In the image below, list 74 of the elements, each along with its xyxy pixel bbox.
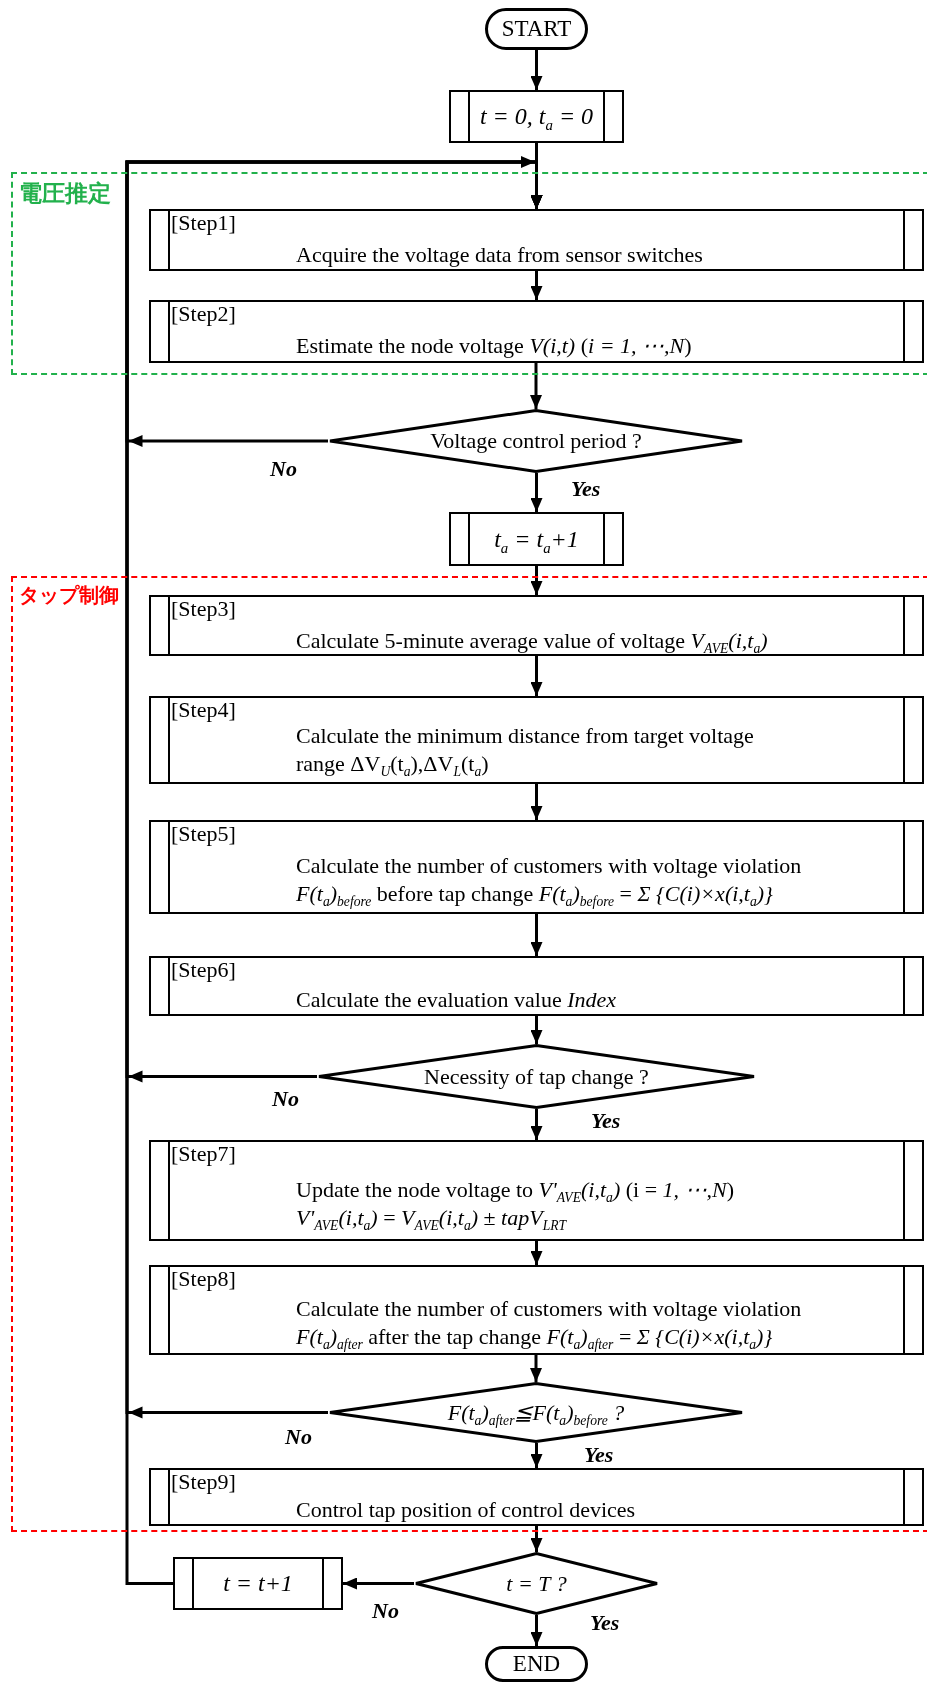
process-box [449, 90, 624, 143]
step-text: Calculate the minimum distance from target voltage range ΔV$_{U}$(t$_{a}$),ΔV$_{L}$(t$_{a}$) [296, 722, 755, 778]
edge-label: No [272, 1086, 299, 1112]
step-text: Control tap position of control devices [296, 1496, 637, 1524]
step-text: Calculate the number of customers with voltage violation F(t$_{a}$)$_{before}$ before tap change F(t$_{a}$)$_{before}$ = Σ {C(i)×x(i,t$_{a}$)} [296, 852, 803, 908]
step-label: [Step4] [171, 696, 236, 724]
arrow [530, 656, 543, 696]
edge-label: Yes [591, 1108, 621, 1134]
decision-text: Voltage control period ? [430, 428, 642, 454]
decision-text: Necessity of tap change ? [424, 1063, 649, 1090]
edge-label: No [285, 1424, 312, 1450]
step-text: Acquire the voltage data from sensor switches [296, 241, 704, 269]
decision-diamond [317, 1044, 756, 1109]
arrow [530, 271, 543, 300]
arrow [530, 1443, 543, 1468]
arrow [530, 473, 543, 512]
step-text: V'$_{AVE}$(i,t$_{a}$) = V$_{AVE}$(i,t$_{a}$) ± tapV$_{LRT}$ [296, 1204, 568, 1232]
step-box [149, 956, 924, 1016]
dashed-region [11, 576, 927, 1532]
step-text: Update the node voltage to V'$_{AVE}$(i,t$_{a}$) (i = 1, ⋯,N) [296, 1176, 736, 1204]
region-heading: 電圧推定 [19, 179, 111, 208]
terminal-text: START [501, 16, 572, 42]
step-text: Calculate the evaluation value Index [296, 986, 618, 1014]
process-text: t$_{a}$ = t$_{a}$+1 [494, 525, 579, 553]
step-text: Calculate the number of customers with voltage violation F(t$_{a}$)$_{after}$ after the tap change F(t$_{a}$)$_{after}$ = Σ {C(i)×x(i,t$_{a}$)} [296, 1295, 803, 1351]
arrow [530, 1615, 543, 1646]
arrow [530, 1241, 543, 1265]
arrow [530, 1526, 543, 1552]
process-text: t = 0, t$_{a}$ = 0 [479, 103, 594, 130]
arrow [530, 50, 543, 90]
edge-label: Yes [571, 476, 601, 502]
arrow [343, 1577, 414, 1590]
edge-label: Yes [584, 1442, 614, 1468]
terminal-text: END [512, 1651, 561, 1677]
step-text: Calculate 5-minute average value of voltage V$_{AVE}$(i,t$_{a}$) [296, 627, 769, 655]
arrow [530, 914, 543, 956]
arrow [530, 363, 542, 409]
process-box [449, 512, 624, 566]
decision-text: t = T ? [506, 1570, 567, 1597]
step-box [149, 209, 924, 271]
step-box [149, 300, 924, 363]
edge-label: No [372, 1598, 399, 1624]
arrow [530, 566, 543, 595]
decision-diamond [328, 1382, 744, 1443]
decision-diamond [328, 409, 744, 473]
region-heading: タップ制御 [19, 582, 119, 609]
step-box [149, 595, 924, 656]
arrow [530, 1355, 542, 1382]
step-box [149, 820, 924, 914]
arrow [530, 1016, 543, 1044]
terminal-box [485, 1646, 588, 1682]
step-box [149, 1265, 924, 1355]
step-text: Estimate the node voltage V(i,t) (i = 1, ⋯,N) [296, 332, 693, 360]
step-label: [Step1] [171, 209, 236, 237]
process-box [173, 1557, 343, 1610]
decision-text: F(t$_{a}$)$_{after}$≦F(t$_{a}$)$_{before}$ ? [447, 1399, 625, 1426]
decision-diamond [414, 1552, 659, 1615]
step-label: [Step7] [171, 1140, 236, 1168]
arrow [530, 784, 543, 820]
step-label: [Step2] [171, 300, 236, 328]
edge-label: Yes [590, 1610, 620, 1636]
step-label: [Step3] [171, 595, 236, 623]
step-label: [Step8] [171, 1265, 236, 1293]
edge-label: No [270, 456, 297, 482]
step-box [149, 696, 924, 784]
step-label: [Step5] [171, 820, 236, 848]
arrow [530, 1109, 543, 1140]
step-box [149, 1468, 924, 1526]
dashed-region [11, 172, 927, 375]
step-label: [Step6] [171, 956, 236, 984]
terminal-box [485, 8, 588, 50]
step-box [149, 1140, 924, 1241]
step-label: [Step9] [171, 1468, 236, 1496]
process-text: t = t+1 [223, 1570, 293, 1597]
